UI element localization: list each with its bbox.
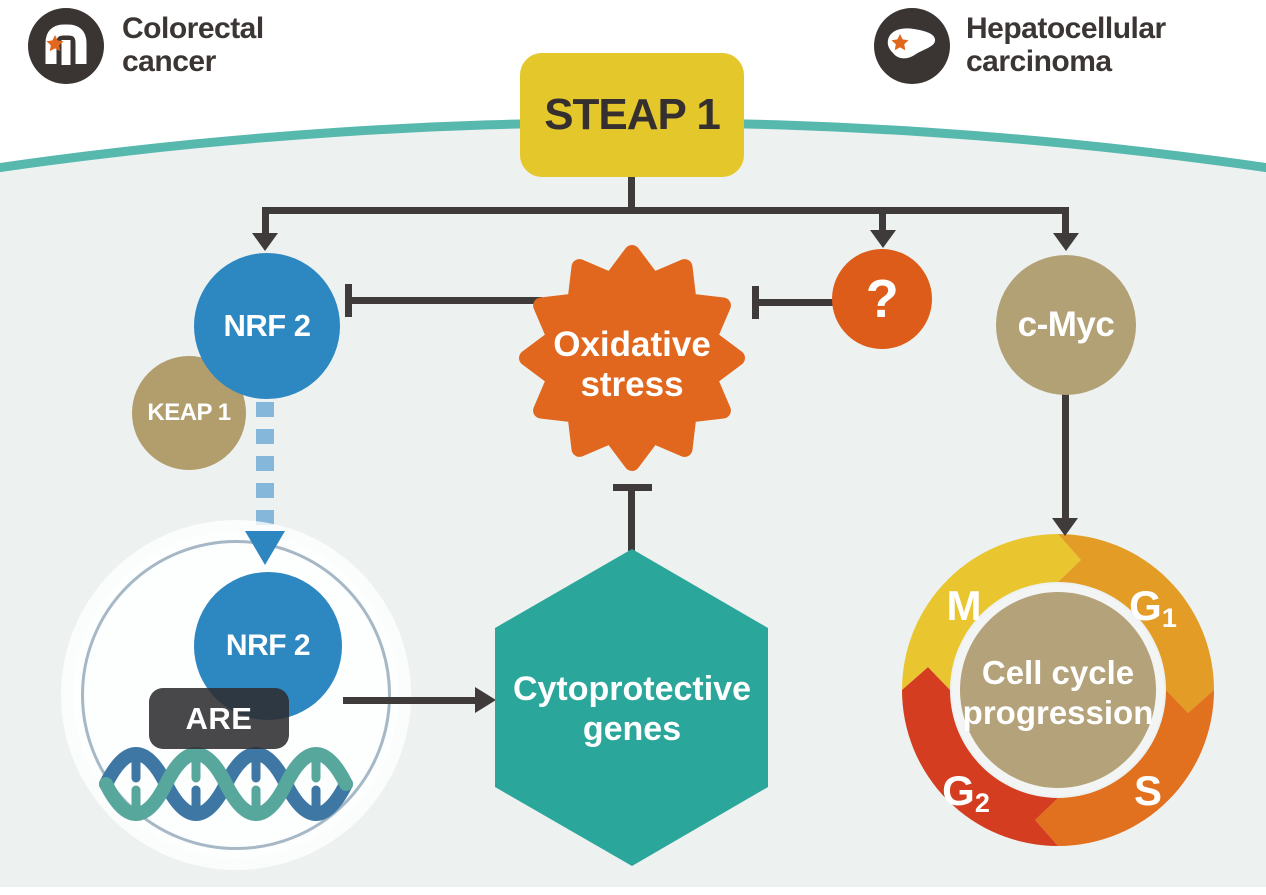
- question-mark: ?: [865, 269, 899, 329]
- are-label: ARE: [185, 700, 253, 736]
- inhibition-cap-nrf2: [345, 284, 352, 317]
- arrow-to-nrf2: [252, 233, 278, 251]
- arrow-to-cmyc: [1053, 233, 1079, 251]
- hepatocellular-carcinoma-label: Hepatocellular carcinoma: [966, 12, 1166, 78]
- phase-s-label: S: [1134, 767, 1162, 814]
- phase-g1-label: G1: [1129, 582, 1177, 633]
- keap1-label: KEAP 1: [147, 399, 231, 426]
- nuclear-nrf2-label: NRF 2: [225, 629, 311, 662]
- dna-icon: [99, 747, 353, 821]
- phase-m-segment: [902, 534, 1081, 690]
- nrf2-label: NRF 2: [223, 308, 311, 343]
- nrf2-translocation-arrowhead: [245, 531, 285, 565]
- oxidative-stress-label-2: stress: [580, 365, 683, 404]
- cell-cycle-center-label-2: progression: [963, 694, 1154, 731]
- branch-line-unknown: [879, 207, 886, 231]
- bottom-margin: [0, 887, 1266, 895]
- line-cmyc-cellcycle: [1062, 393, 1069, 518]
- cytoprotective-label-2: genes: [583, 710, 681, 748]
- arrow-to-unknown: [870, 230, 896, 248]
- inhibition-cap-genes-stress: [613, 484, 652, 491]
- oxidative-stress-label-1: Oxidative: [553, 325, 711, 364]
- cell-cycle-center-label-1: Cell cycle: [982, 654, 1134, 691]
- inhibition-line-stress-nrf2: [352, 297, 542, 304]
- phase-g1-segment: [1058, 534, 1214, 713]
- phase-g2-segment: [902, 667, 1058, 846]
- cytoprotective-label-1: Cytoprotective: [513, 670, 751, 708]
- arrow-to-cellcycle: [1052, 518, 1078, 536]
- steap1-node: STEAP 1: [520, 53, 744, 177]
- nrf2-translocation-dashed-arrow: [256, 402, 274, 528]
- inhibition-line-genes-stress: [628, 491, 635, 551]
- colorectal-cancer-label: Colorectal cancer: [122, 12, 264, 78]
- liver-icon: [874, 8, 950, 84]
- unknown-mediator-node: ?: [832, 249, 932, 349]
- phase-s-segment: [1035, 690, 1214, 846]
- hexagon-shape: [495, 549, 768, 866]
- arrow-to-genes: [475, 687, 496, 713]
- branch-line-nrf2: [262, 207, 269, 233]
- colon-icon: [28, 8, 104, 84]
- phase-m-label: M: [947, 582, 982, 629]
- nrf2-node: NRF 2: [194, 253, 340, 399]
- cell-cycle-wheel: M G1 S G2 Cell cycle progression: [902, 534, 1214, 846]
- branch-line-cmyc: [1062, 207, 1069, 233]
- inhibition-line-unknown-stress: [759, 299, 835, 306]
- tumor-icon: [46, 35, 64, 52]
- wheel-hub: [960, 592, 1156, 788]
- line-nucleus-genes: [343, 697, 475, 704]
- distributor-line: [262, 207, 1069, 214]
- starburst-shape: [519, 245, 745, 471]
- cmyc-label: c-Myc: [1017, 305, 1115, 344]
- cytoprotective-genes-node: Cytoprotective genes: [495, 549, 768, 866]
- inhibition-cap-stress: [752, 286, 759, 319]
- tumor-icon: [891, 34, 909, 51]
- steap1-stem-line: [628, 177, 635, 210]
- oxidative-stress-node: Oxidative stress: [519, 245, 745, 471]
- steap1-label: STEAP 1: [544, 90, 721, 139]
- cmyc-node: c-Myc: [996, 255, 1136, 395]
- are-node: ARE: [149, 688, 289, 749]
- phase-g2-label: G2: [942, 767, 990, 818]
